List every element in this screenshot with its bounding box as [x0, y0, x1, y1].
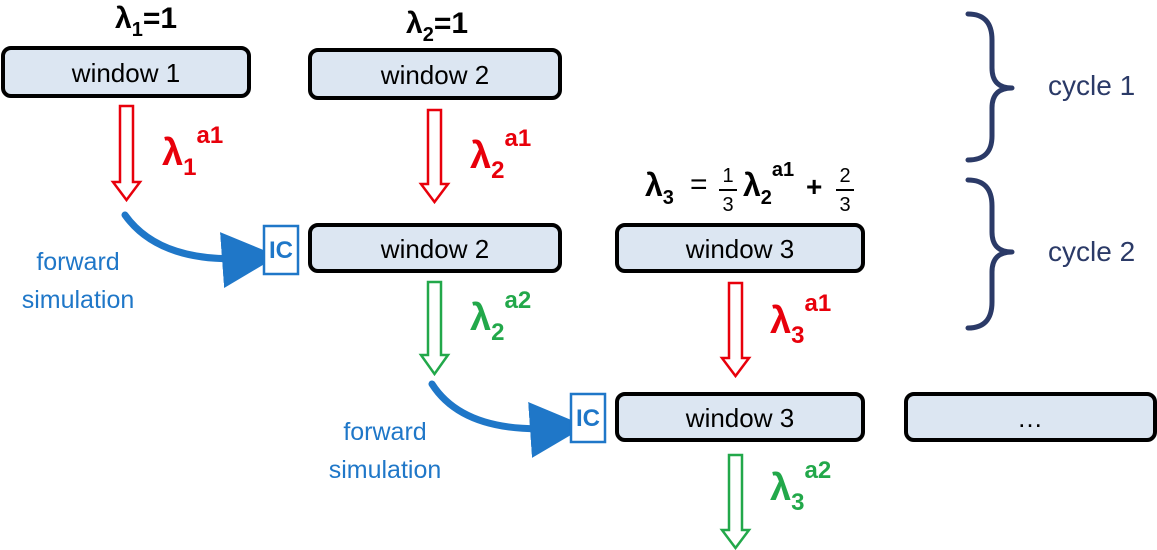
svg-text:window 3: window 3 — [685, 403, 794, 433]
window-box-c1-w2: window 2 — [308, 48, 562, 100]
svg-text:IC: IC — [269, 237, 293, 264]
window-box-c3-w3: window 3 — [615, 392, 865, 442]
lambda3-a1: λ3a1 — [770, 290, 831, 349]
window-box-next: … — [904, 392, 1157, 442]
ic-box-2: IC — [569, 392, 607, 444]
svg-text:1: 1 — [722, 165, 733, 187]
window-box-c1-w1: window 1 — [1, 46, 251, 98]
forward-sim-arrow-1 — [121, 211, 278, 288]
arrow-green-w2 — [418, 280, 451, 377]
svg-text:window 1: window 1 — [71, 58, 180, 88]
svg-text:λ2a1: λ2a1 — [743, 159, 794, 209]
svg-text:3: 3 — [722, 194, 733, 216]
forward-sim-arrow-2 — [428, 380, 586, 458]
svg-text:3: 3 — [839, 194, 850, 216]
svg-text:2: 2 — [839, 165, 850, 187]
svg-text:+: + — [806, 171, 822, 202]
arrow-red-w2 — [418, 108, 451, 205]
svg-text:window 3: window 3 — [685, 234, 794, 264]
lambda2-a2: λ2a2 — [470, 287, 531, 346]
window-box-c2-w3: window 3 — [615, 223, 865, 273]
svg-text:window 2: window 2 — [380, 60, 489, 90]
cycle2-label: cycle 2 — [1048, 236, 1135, 267]
lambda3-a2: λ3a2 — [770, 457, 831, 516]
cycle1-label: cycle 1 — [1048, 70, 1135, 101]
arrow-red-w3 — [719, 281, 752, 379]
svg-text:window 2: window 2 — [380, 234, 489, 264]
arrow-green-w3 — [719, 453, 752, 550]
svg-text:…: … — [1017, 403, 1043, 433]
svg-text:=: = — [690, 168, 708, 201]
lambda2-initial: λ2=1 — [406, 7, 468, 46]
svg-text:IC: IC — [576, 405, 600, 432]
cycle2-brace — [965, 177, 1015, 331]
ic-box-1: IC — [262, 224, 300, 276]
lambda1-initial: λ1=1 — [115, 2, 177, 41]
lambda1-a1: λ1a1 — [162, 122, 223, 181]
svg-text:λ3: λ3 — [645, 167, 674, 209]
window-box-c2-w2: window 2 — [308, 223, 562, 273]
arrow-red-w1 — [110, 104, 143, 203]
cycle1-brace — [965, 11, 1015, 163]
lambda2-a1: λ2a1 — [470, 125, 531, 184]
lambda3-formula: λ3 = 1 3 λ2a1 + 2 3 — [645, 159, 854, 216]
